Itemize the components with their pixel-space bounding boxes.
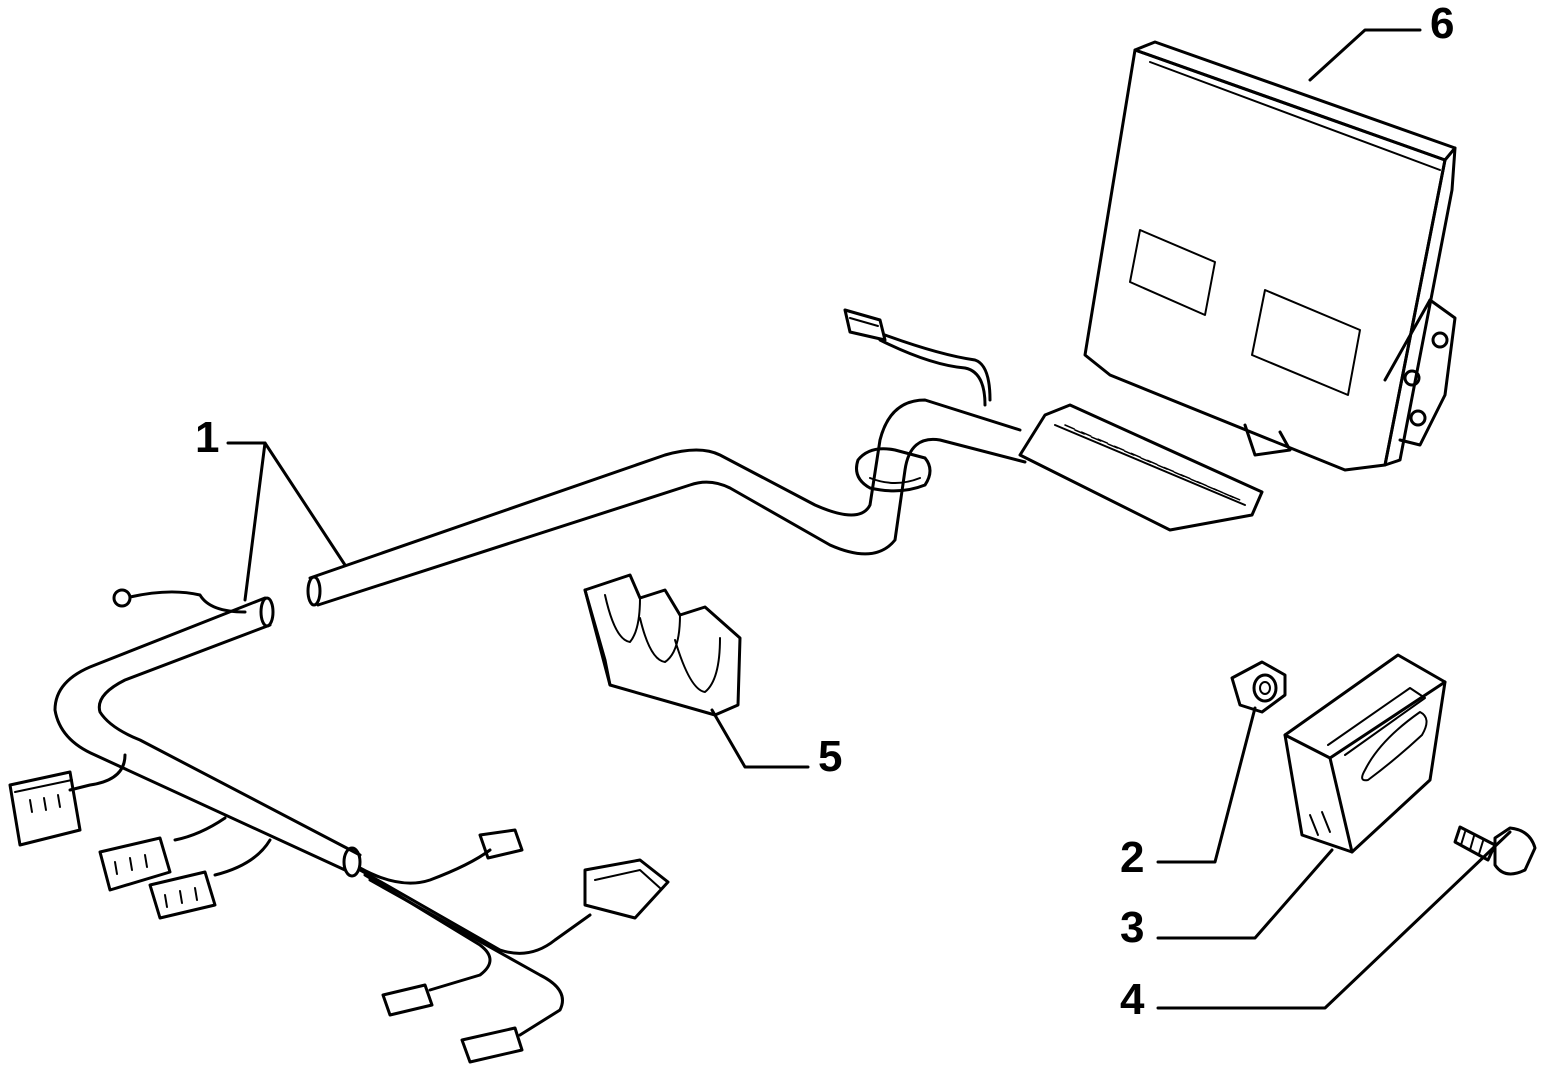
harness-clip (583, 573, 742, 717)
leader-3 (1156, 848, 1334, 940)
rubber-mount (1283, 653, 1447, 854)
nut (1230, 660, 1287, 714)
control-unit (1018, 40, 1457, 532)
callout-3: 3 (1120, 903, 1145, 952)
callout-6: 6 (1430, 0, 1455, 48)
callout-4: 4 (1120, 975, 1145, 1024)
callout-1: 1 (195, 413, 220, 462)
leader-4 (1156, 830, 1512, 1010)
leader-lines (226, 28, 1512, 1010)
wiring-harness (8, 308, 1027, 1064)
leader-6 (1308, 28, 1422, 82)
callout-2: 2 (1120, 833, 1145, 882)
leader-2 (1156, 706, 1257, 864)
leader-1b (243, 441, 267, 602)
screw (1453, 825, 1537, 876)
callout-5: 5 (818, 732, 843, 781)
leader-5 (710, 708, 810, 769)
leader-1 (226, 441, 347, 567)
